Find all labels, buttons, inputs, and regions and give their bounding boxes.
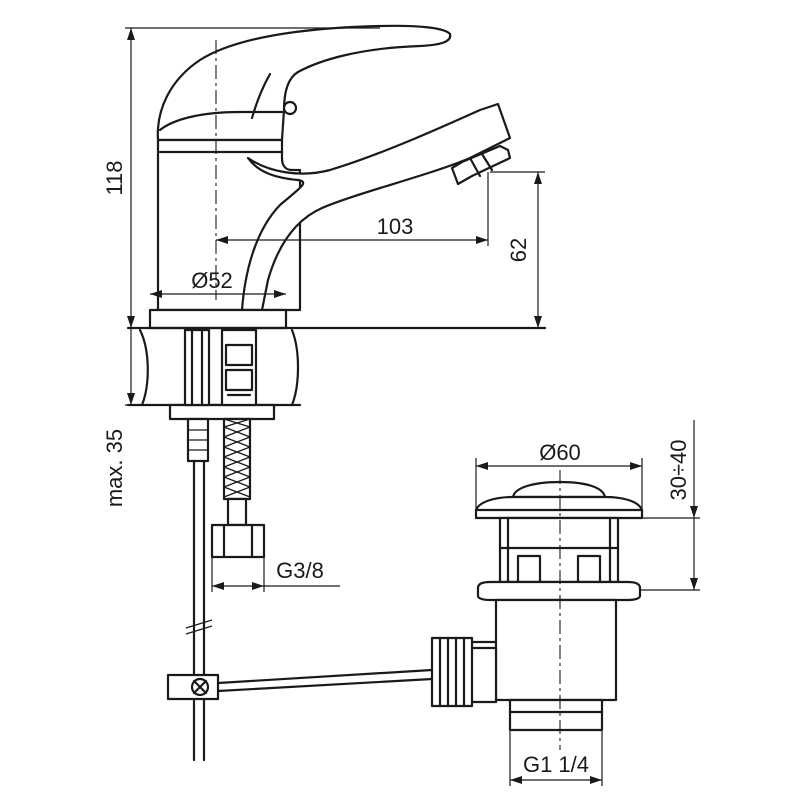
waste-cap bbox=[511, 480, 607, 499]
dim-spout-reach: 103 bbox=[377, 214, 414, 239]
hose-nut bbox=[210, 523, 266, 559]
dimension-labels: 118 103 62 Ø52 max. 35 G3/8 Ø60 30÷40 G1… bbox=[102, 160, 691, 777]
waste-lower-body bbox=[494, 598, 618, 702]
dim-max-mount-thickness: max. 35 bbox=[102, 429, 127, 507]
lever-handle bbox=[156, 24, 452, 142]
dim-waste-thread: G1 1/4 bbox=[523, 752, 589, 777]
popup-waste bbox=[430, 480, 644, 732]
spout bbox=[240, 102, 512, 312]
center-lines bbox=[215, 40, 561, 750]
sink-deck bbox=[126, 326, 547, 421]
mounting-washer bbox=[168, 403, 276, 421]
dim-waste-height: 30÷40 bbox=[666, 439, 691, 500]
dim-waste-diameter: Ø60 bbox=[539, 440, 581, 465]
dim-spout-height: 62 bbox=[506, 238, 531, 262]
connection-hoses bbox=[183, 328, 266, 762]
dim-total-height: 118 bbox=[102, 160, 127, 195]
lever-screw bbox=[282, 100, 298, 116]
dimension-lines bbox=[125, 27, 700, 786]
faucet-body bbox=[148, 24, 512, 330]
dim-body-diameter: Ø52 bbox=[191, 268, 233, 293]
linkage-connector-nut bbox=[430, 636, 474, 708]
dim-hose-thread: G3/8 bbox=[276, 558, 324, 583]
waste-flange bbox=[476, 580, 642, 602]
waste-thread-tail bbox=[508, 698, 604, 732]
base-plate bbox=[148, 308, 288, 330]
aerator bbox=[450, 144, 512, 186]
popup-linkage bbox=[166, 668, 434, 701]
